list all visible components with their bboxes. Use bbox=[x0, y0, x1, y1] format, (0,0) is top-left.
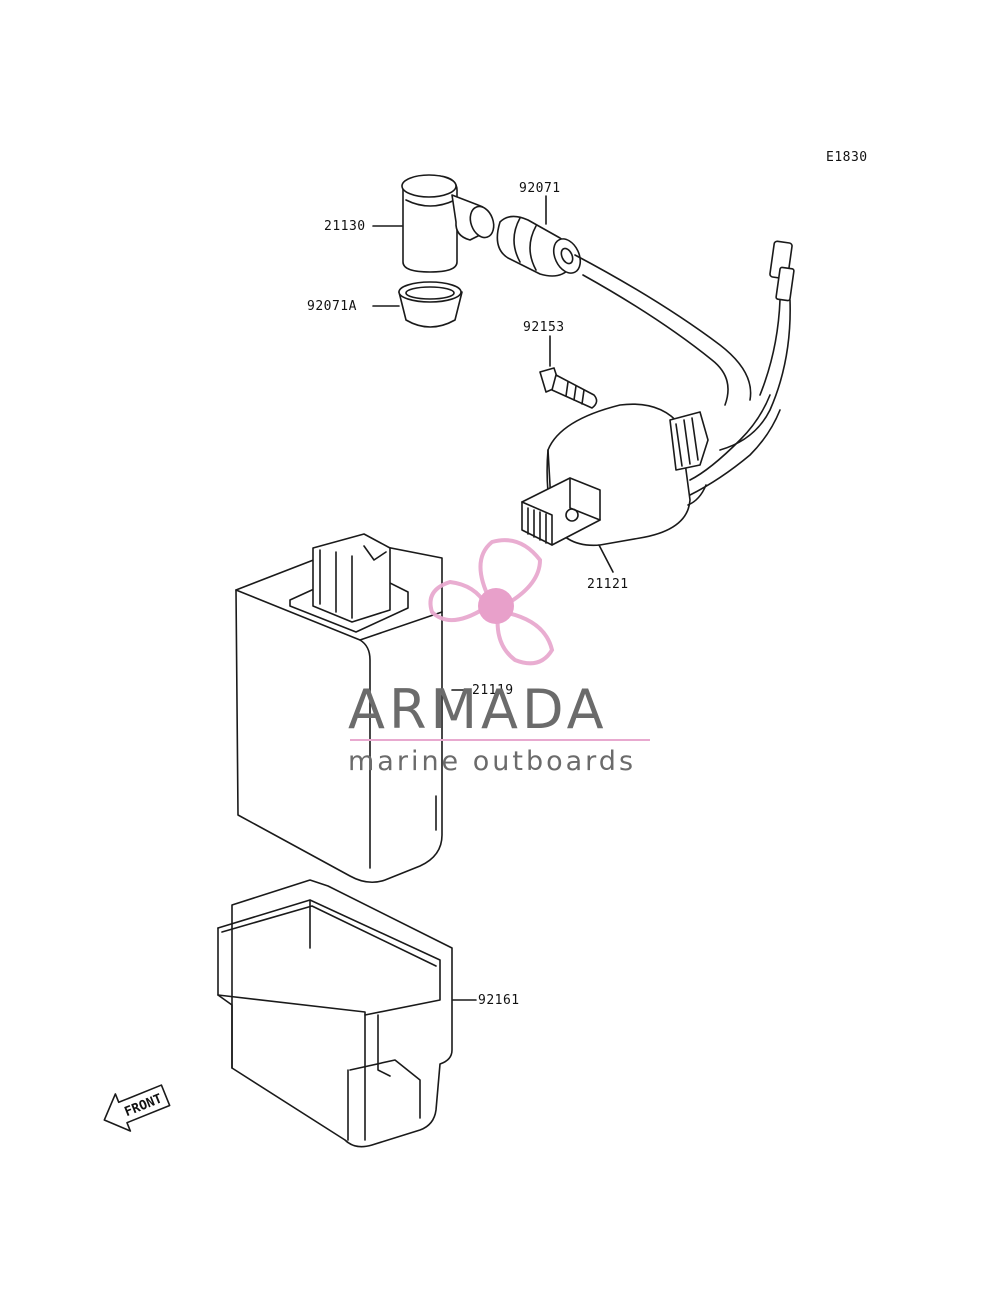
label-92071A: 92071A bbox=[307, 299, 357, 314]
leader-21121 bbox=[598, 544, 614, 573]
label-92153: 92153 bbox=[523, 320, 565, 335]
spark-plug-cap-drawing bbox=[401, 174, 495, 273]
holder-case-drawing bbox=[217, 879, 453, 1148]
label-92071: 92071 bbox=[519, 181, 561, 196]
diagram-code: E1830 bbox=[826, 150, 868, 165]
watermark-tagline: marine outboards bbox=[348, 746, 636, 777]
bolt-drawing bbox=[539, 367, 598, 409]
boot-drawing bbox=[496, 215, 752, 406]
cdi-unit-drawing bbox=[235, 533, 443, 884]
seal-ring-drawing bbox=[398, 281, 463, 328]
watermark-brand: ARMADA bbox=[348, 678, 608, 741]
front-arrow: FRONT bbox=[103, 1084, 171, 1132]
wire-connector-drawing bbox=[719, 240, 795, 451]
label-21130: 21130 bbox=[324, 219, 366, 234]
label-92161: 92161 bbox=[478, 993, 520, 1008]
ignition-coil-drawing bbox=[521, 394, 781, 547]
label-21119: 21119 bbox=[472, 683, 514, 698]
label-21121: 21121 bbox=[587, 577, 629, 592]
armada-logo bbox=[428, 538, 555, 666]
